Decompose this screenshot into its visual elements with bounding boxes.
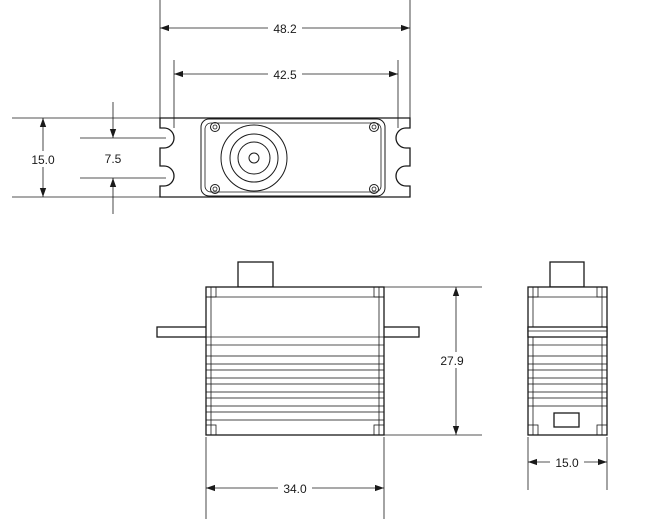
dim-overall-width-label: 48.2 [273, 22, 297, 36]
screw-heads [210, 122, 379, 194]
dim-body-depth-label: 15.0 [555, 456, 579, 470]
dim-body-depth: 15.0 [527, 437, 608, 490]
dim-body-width-label: 34.0 [283, 482, 307, 496]
dim-hole-spacing-label: 42.5 [273, 68, 297, 82]
side-view-shaft [549, 261, 585, 288]
dim-slot-spacing: 7.5 [80, 102, 166, 214]
dim-flange-height: 15.0 [12, 117, 160, 198]
top-view [159, 117, 411, 198]
dim-hole-spacing: 42.5 [173, 60, 399, 128]
dim-body-height-label: 27.9 [440, 354, 464, 368]
dim-body-height: 27.9 [384, 286, 482, 436]
front-view-case [205, 286, 385, 436]
dim-overall-width: 48.2 [159, 0, 411, 118]
front-view-fins [205, 355, 385, 421]
top-view-outline [159, 117, 411, 198]
side-view-fins [527, 355, 608, 407]
dim-flange-height-label: 15.0 [31, 153, 55, 167]
dim-slot-spacing-label: 7.5 [105, 152, 122, 166]
side-view-wire-exit [553, 412, 580, 428]
side-view-case [527, 286, 608, 436]
output-shaft [220, 124, 288, 192]
front-view-shaft [237, 261, 274, 288]
side-view-flange [527, 326, 608, 338]
side-view [527, 261, 608, 436]
dim-body-width: 34.0 [205, 437, 385, 519]
front-view [156, 261, 420, 436]
top-view-case [200, 118, 386, 197]
